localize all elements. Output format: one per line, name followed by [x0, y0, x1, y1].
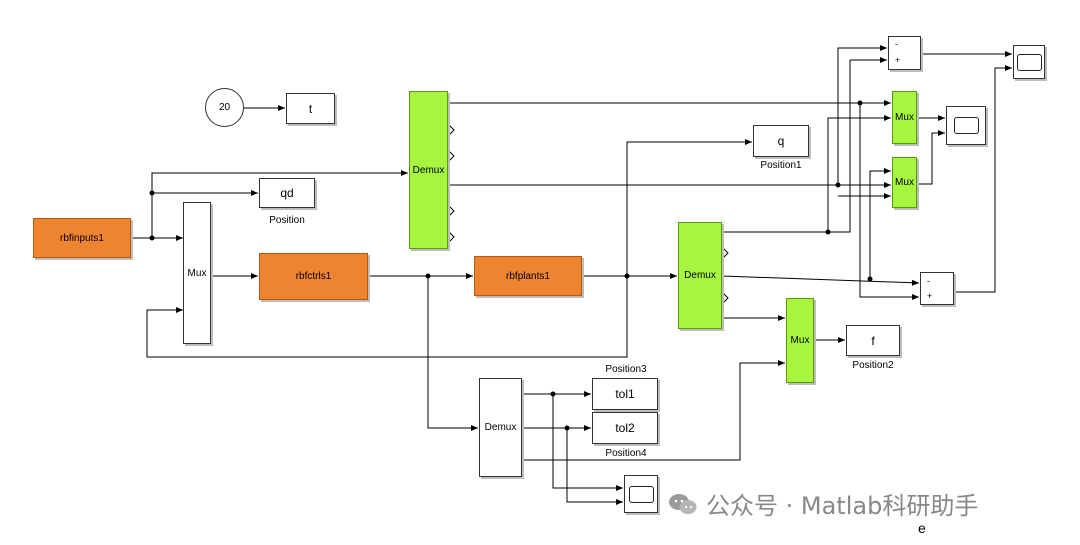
goto-block-q[interactable]: q	[753, 125, 809, 157]
scope-block-bottom[interactable]	[624, 475, 658, 513]
label-position2: Position2	[852, 360, 894, 371]
line-demux-mid-o1	[722, 115, 891, 233]
label-position1: Position1	[760, 160, 802, 171]
junction-dots	[149, 100, 873, 431]
line-feedback-loop	[146, 276, 628, 358]
line-muxr2-scope	[917, 130, 945, 185]
line-inputs-to-demux-top	[151, 170, 408, 193]
demux-port-marks	[447, 123, 729, 305]
goto-block-f[interactable]: f	[846, 325, 900, 356]
mux-block-f[interactable]: Mux	[786, 298, 814, 383]
line-demuxl-scope2	[566, 428, 623, 505]
sum-block-top[interactable]: - +	[888, 36, 921, 70]
mux-block-r2[interactable]: Mux	[892, 157, 917, 208]
watermark: 公众号 · Matlab科研助手	[668, 486, 978, 521]
mux-block-r1[interactable]: Mux	[892, 91, 917, 144]
constant-block-20[interactable]: 20	[205, 88, 244, 127]
demux-block-mid[interactable]: Demux	[678, 222, 722, 329]
subsystem-rbfplants[interactable]: rbfplants1	[474, 256, 582, 296]
label-position3: Position3	[605, 364, 647, 375]
line-demux-mid-o2b	[869, 168, 891, 279]
line-demuxl-scope1	[552, 394, 623, 491]
label-position4: Position4	[605, 448, 647, 459]
scope-icon	[628, 485, 654, 503]
scope-icon	[953, 117, 979, 134]
wechat-icon	[669, 493, 697, 514]
label-position: Position	[269, 215, 305, 226]
line-feedback-q-mux	[626, 139, 752, 276]
stray-text: e	[918, 520, 926, 536]
line-demuxl-o3	[522, 360, 785, 461]
line-demux-mid-o1-b	[828, 60, 851, 233]
subsystem-rbfinputs[interactable]: rbfinputs1	[33, 218, 131, 258]
demux-block-low[interactable]: Demux	[479, 378, 522, 477]
line-ctrls-to-demux-low	[427, 276, 478, 431]
goto-block-tol2[interactable]: tol2	[592, 412, 658, 444]
scope-block-top[interactable]	[1013, 45, 1045, 79]
line-demux-mid-o2	[721, 275, 920, 286]
mux-block-main[interactable]: Mux	[183, 202, 211, 344]
scope-block-mid[interactable]	[946, 106, 986, 145]
subsystem-rbfctrls[interactable]: rbfctrls1	[259, 253, 368, 300]
line-sumbot-scope	[954, 65, 1012, 293]
goto-block-t[interactable]: t	[286, 93, 335, 124]
demux-block-top[interactable]: Demux	[409, 91, 448, 249]
goto-block-tol1[interactable]: tol1	[592, 378, 658, 410]
watermark-text: 公众号 · Matlab科研助手	[706, 492, 979, 520]
line-demux-top-o2-branch	[837, 45, 887, 185]
sum-block-bottom[interactable]: - +	[920, 272, 954, 305]
goto-block-qd[interactable]: qd	[259, 178, 315, 208]
line-demux-top-o1-branch	[859, 103, 919, 300]
scope-icon	[1016, 53, 1042, 71]
